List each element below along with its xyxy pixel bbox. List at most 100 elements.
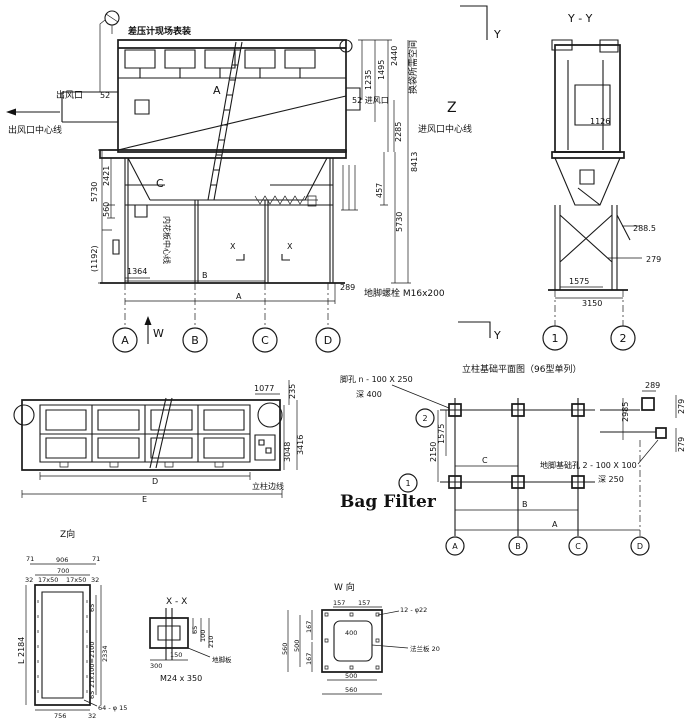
dim-279-b: 279: [677, 437, 686, 452]
main-elevation: 差压计现场表装 出风口 52 出风口中心线 A 52 进风口 进风口中心线 换袋…: [6, 5, 501, 353]
dim-l-2184: L 2184: [17, 637, 26, 664]
dim-a: A: [236, 292, 242, 301]
dim-157-right: 157: [358, 599, 370, 607]
foundation-axis-a-circle: [445, 536, 465, 556]
dim-167-bottom: 167: [305, 653, 313, 665]
hopper-c-label: C: [156, 177, 164, 190]
view-x-right: X: [287, 242, 293, 251]
dim-167-top: 167: [305, 621, 313, 633]
plan-supports: [59, 461, 224, 468]
outlet-duct: [61, 91, 118, 123]
dim-500-w-bottom: 500: [345, 672, 357, 680]
section-y-y: Y - Y 1126 288.5 279 1575 3150 1 2: [542, 12, 661, 351]
inlet-label: 52 进风口: [352, 96, 389, 105]
column-brackets: [112, 204, 148, 255]
yy-axis-lines: [554, 290, 624, 326]
yy-columns: [554, 205, 631, 290]
plan-inlet-icon: [257, 402, 283, 428]
dim-e: E: [142, 495, 147, 504]
support-beam: [99, 149, 347, 159]
axis-1-circle: [542, 325, 568, 351]
dim-756: 756: [54, 712, 66, 720]
dim-2421: 2421: [102, 166, 111, 186]
dim-906: 906: [56, 556, 68, 564]
foundation-title: 立柱基础平面图（96型单列）: [462, 363, 581, 375]
dim-17x50-left: 17x50: [38, 576, 58, 584]
z-bolt-holes: [37, 600, 88, 693]
hopper: [125, 157, 333, 201]
flange-note: 法兰板 20: [410, 644, 440, 653]
foundation-axis-c-label: C: [575, 542, 581, 551]
tube-centerline: 内花板中心线: [162, 216, 172, 264]
dim-150: 150: [170, 651, 182, 659]
dim-560: 560: [102, 202, 111, 217]
xx-dimension-lines: [150, 618, 211, 661]
view-y-top: Y: [493, 28, 501, 41]
pulse-valve-boxes: [118, 49, 346, 79]
column-footings: [448, 397, 667, 489]
yy-beam: [551, 151, 625, 159]
dim-279: 279: [646, 255, 661, 264]
axis-d-circle: [315, 327, 341, 353]
dim-289-f: 289: [645, 381, 660, 390]
anchor-depth: 深 250: [598, 475, 624, 484]
view-w-arrow-icon: [144, 316, 152, 325]
plan-dimension-lines: [21, 380, 298, 498]
axis-c-circle: [252, 327, 278, 353]
dim-5730-left: 5730: [90, 182, 99, 202]
dim-2440: 2440: [390, 46, 399, 66]
dim-71-right: 71: [92, 555, 100, 563]
axis-c-label: C: [261, 334, 269, 347]
dim-235: 235: [288, 384, 297, 399]
outlet-arrow-icon: [6, 108, 16, 116]
outlet-offset: 52: [100, 91, 110, 100]
w-view-title: W 向: [334, 581, 355, 593]
dim-457: 457: [375, 183, 384, 198]
view-w-label: W: [153, 327, 164, 340]
foundation-axis-2-circle: [415, 408, 435, 428]
dim-1575: 1575: [569, 277, 589, 286]
dim-560-w-bottom: 560: [345, 686, 357, 694]
dim-2150: 2150: [429, 442, 438, 462]
bag-change-space: 换袋所需空间: [407, 40, 419, 94]
yy-hopper: [554, 157, 621, 206]
top-fitting-icon: [339, 39, 353, 53]
dim-1235: 1235: [364, 70, 373, 90]
anchor-bolt: [157, 608, 181, 660]
plan-outlet-icon: [13, 404, 35, 426]
bottom-dimension-lines: [125, 277, 336, 304]
foundation-axis-1-circle: [398, 473, 418, 493]
dim-3150: 3150: [582, 299, 602, 308]
yy-internals: [551, 39, 619, 150]
dim-3416: 3416: [296, 435, 305, 455]
section-y-brackets: [458, 5, 491, 338]
dim-17x50-right: 17x50: [66, 576, 86, 584]
dim-b: B: [202, 271, 208, 280]
foundation-axis-c-circle: [568, 536, 588, 556]
dim-289: 289: [340, 283, 355, 292]
yy-title: Y - Y: [567, 12, 593, 25]
dim-157-left: 157: [333, 599, 345, 607]
anchor-bolt-note: 地脚螺栓 M16x200: [364, 287, 445, 299]
foundation-grid: [440, 398, 656, 536]
outlet-label: 出风口: [56, 89, 83, 101]
dim-400-w: 400: [345, 629, 357, 637]
w-holes-note: 12 - φ22: [400, 606, 427, 614]
support-columns: [124, 158, 334, 283]
z-inner-frame: [41, 591, 84, 699]
dim-700: 700: [57, 567, 69, 575]
flange-bolt-holes: [324, 612, 380, 670]
view-z-label: Z: [447, 100, 457, 116]
dim-32-bottom: 32: [88, 712, 96, 720]
flange-opening: [333, 620, 373, 662]
w-view: W 向 157 157 400 560 500 167 167 500 560 …: [281, 581, 440, 695]
pit-note: 脚孔 n - 100 X 250: [340, 374, 413, 384]
dim-500-w-left: 500: [293, 640, 301, 652]
inlet-centerline: 进风口中心线: [418, 123, 472, 135]
axis-b-circle: [182, 327, 208, 353]
drawing-caption: Bag Filter: [340, 492, 437, 512]
anchor-plate-note: 地脚板: [212, 655, 232, 664]
dim-300: 300: [150, 662, 162, 670]
foundation-axis-b-label: B: [515, 542, 521, 551]
